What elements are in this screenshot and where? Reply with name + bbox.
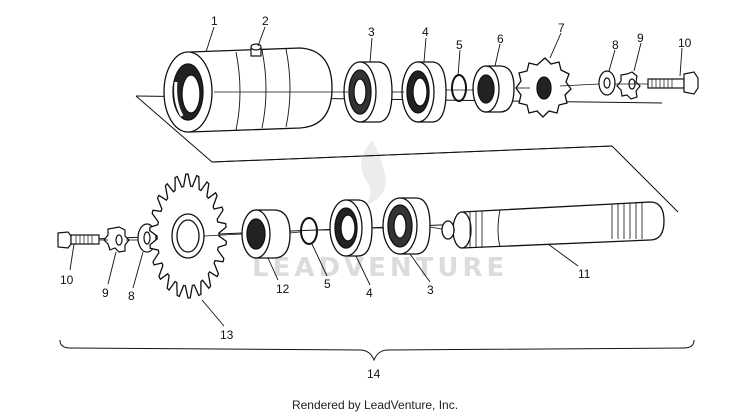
- callout-8-top: 8: [612, 38, 619, 52]
- part-lockwasher-bottom: [103, 226, 130, 253]
- part-washer-top: [598, 70, 616, 96]
- callout-1: 1: [211, 14, 218, 28]
- watermark-text: LEADVENTURE: [252, 253, 508, 283]
- part-bolt-bottom: [57, 231, 100, 249]
- callout-7: 7: [558, 21, 565, 35]
- part-housing: [163, 47, 333, 133]
- part-shaft: [441, 201, 665, 249]
- callout-numbers: 1 2 3 4 5 6 7 8 9 10 10 9 8 12 5 4 3 11 …: [60, 14, 692, 381]
- part-spacer-top: [472, 65, 515, 113]
- part-bolt-top: [647, 71, 699, 95]
- watermark: LEADVENTURE: [252, 140, 508, 283]
- callout-14: 14: [367, 367, 381, 381]
- callout-10-top: 10: [678, 36, 692, 50]
- part-grease-fitting: [250, 43, 262, 57]
- callout-11: 11: [578, 267, 591, 281]
- callout-5-bottom: 5: [324, 277, 331, 291]
- part-seal-bottom: [329, 199, 373, 257]
- callout-9-top: 9: [637, 31, 644, 45]
- callout-3-top: 3: [368, 25, 375, 39]
- part-seal-top: [401, 61, 447, 123]
- part-spacer-bottom: [241, 209, 291, 259]
- part-lockwasher-top: [616, 71, 641, 100]
- leader-lines: [69, 26, 683, 327]
- axis-lines: [100, 83, 648, 241]
- render-credit: Rendered by LeadVenture, Inc.: [291, 398, 459, 412]
- callout-10-bottom: 10: [60, 273, 74, 287]
- callout-13: 13: [220, 328, 234, 342]
- callout-3-bottom: 3: [427, 283, 434, 297]
- assembly-bracket: [59, 339, 695, 362]
- callout-9-bottom: 9: [102, 286, 109, 300]
- part-oring-top: [451, 74, 467, 102]
- callout-12: 12: [276, 282, 290, 296]
- part-bearing-bottom: [382, 197, 431, 255]
- callout-4-bottom: 4: [366, 286, 373, 300]
- part-large-sprocket: [149, 173, 227, 299]
- part-bearing-top: [343, 61, 393, 123]
- part-small-sprocket: [515, 57, 572, 118]
- part-oring-bottom: [300, 217, 318, 245]
- callout-2: 2: [262, 14, 269, 28]
- callout-8-bottom: 8: [128, 289, 135, 303]
- callout-4-top: 4: [422, 25, 429, 39]
- callout-6: 6: [497, 32, 504, 46]
- callout-5-top: 5: [456, 38, 463, 52]
